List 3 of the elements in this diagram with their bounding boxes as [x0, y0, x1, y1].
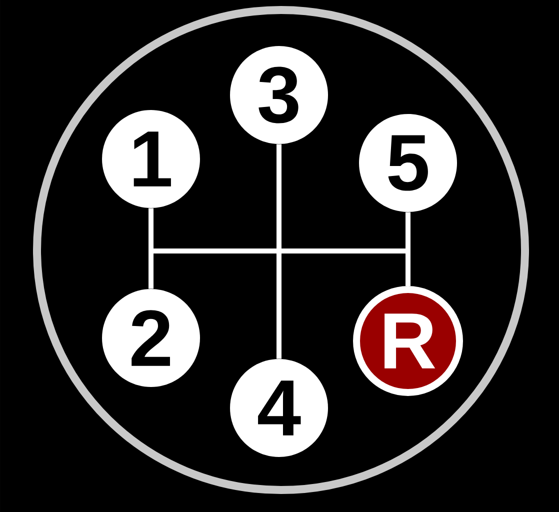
shift-line [406, 212, 410, 286]
shift-line [276, 144, 282, 359]
shift-line [148, 208, 154, 289]
